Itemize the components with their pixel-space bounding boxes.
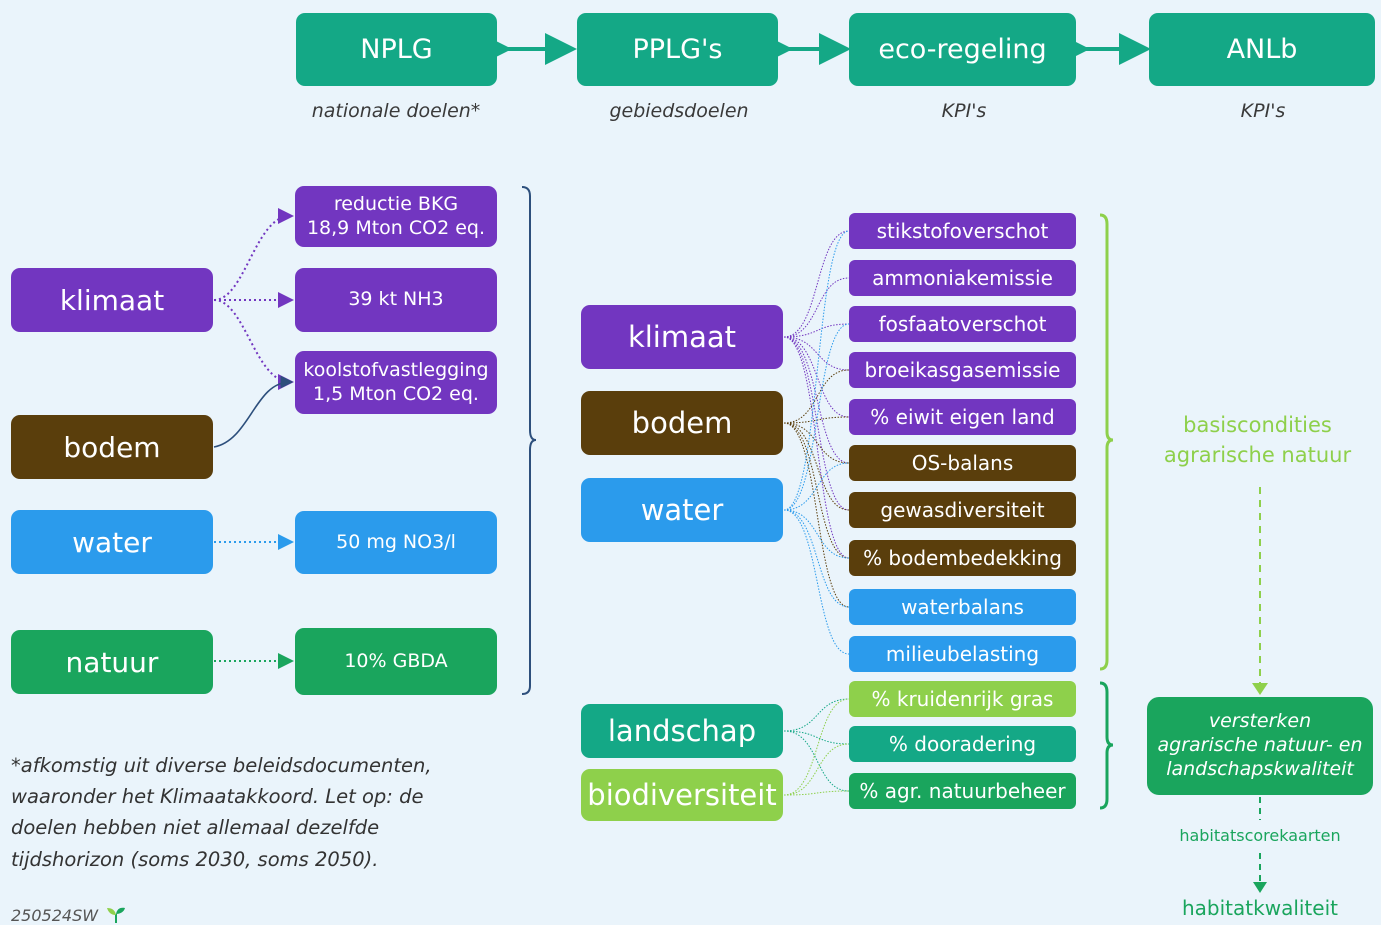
theme2-klimaat: klimaat <box>581 305 783 369</box>
kpi-connector <box>783 698 850 796</box>
kpi-kruidenrijk-gras: % kruidenrijk gras <box>849 681 1076 717</box>
goal-line: reductie BKG <box>333 192 459 215</box>
theme2-biodiversiteit: biodiversiteit <box>581 769 783 821</box>
kpi-milieubelasting: milieubelasting <box>849 636 1076 672</box>
header-caption-anlb: KPI's <box>1240 100 1286 122</box>
goal-line: 1,5 Mton CO2 eq. <box>313 382 479 405</box>
header-caption-eco-regeling: KPI's <box>941 100 987 122</box>
kpi-broeikasgasemissie: broeikasgasemissie <box>849 352 1076 388</box>
arrow-head-icon <box>1252 683 1268 695</box>
sprout-icon <box>107 907 125 923</box>
kpi-ammoniakemissie: ammoniakemissie <box>849 260 1076 296</box>
arrow-head-icon <box>1253 882 1267 893</box>
kpi-fosfaatoverschot: fosfaatoverschot <box>849 306 1076 342</box>
goal-gbda: 10% GBDA <box>295 628 497 695</box>
bodem-goal-arrow <box>213 375 294 448</box>
versterken-line: landschapskwaliteit <box>1166 757 1354 780</box>
kpi-connector <box>783 698 850 732</box>
habitatkwaliteit-label: habitatkwaliteit <box>1182 896 1338 920</box>
klimaat-goal-arrows <box>213 208 294 390</box>
footnote: *afkomstig uit diverse beleidsdocumenten… <box>11 750 441 875</box>
basis-line: agrarische natuur <box>1163 443 1352 468</box>
header-box-anlb: ANLb <box>1149 13 1375 86</box>
kpi-connector <box>783 422 850 559</box>
kpi-waterbalans: waterbalans <box>849 589 1076 625</box>
kpi-gewasdiversiteit: gewasdiversiteit <box>849 492 1076 528</box>
basis-line: basiscondities <box>1183 413 1332 437</box>
goal-koolstofvastlegging: koolstofvastlegging 1,5 Mton CO2 eq. <box>295 351 497 414</box>
theme2-water: water <box>581 478 783 542</box>
kpi-os-balans: OS-balans <box>849 445 1076 481</box>
theme2-landschap: landschap <box>581 704 783 758</box>
kpi-connector <box>783 336 850 511</box>
goal-line: koolstofvastlegging <box>303 358 489 381</box>
footnote-line: doelen hebben niet allemaal dezelfde <box>11 816 380 840</box>
header-box-nplg: NPLG <box>296 13 497 86</box>
kpi-connector <box>783 230 850 338</box>
basis-brace <box>1099 213 1114 671</box>
theme2-bodem: bodem <box>581 391 783 455</box>
versterken-line: versterken <box>1208 710 1312 733</box>
kpi-connector <box>783 422 850 511</box>
kpi-dooradering: % dooradering <box>849 726 1076 762</box>
versterken-box: versterken agrarische natuur- en landsch… <box>1147 697 1373 795</box>
goal-reductie-bkg: reductie BKG 18,9 Mton CO2 eq. <box>295 186 497 247</box>
theme-klimaat: klimaat <box>11 268 213 332</box>
kpi-connector <box>783 323 850 511</box>
kpi-connector <box>783 509 850 608</box>
header-box-pplg: PPLG's <box>577 13 778 86</box>
footnote-line: tijdshorizon (soms 2030, soms 2050). <box>11 847 379 871</box>
kpi-connector <box>783 369 850 424</box>
footnote-line: waaronder het Klimaatakkoord. Let op: de <box>11 785 424 809</box>
document-code: 250524SW <box>11 906 99 925</box>
kpi-agr-natuurbeheer: % agr. natuurbeheer <box>849 773 1076 809</box>
kpi-bodembedekking: % bodembedekking <box>849 540 1076 576</box>
basiscondities-label: basiscondities agrarische natuur <box>1150 410 1365 471</box>
kpi-connector <box>783 730 850 745</box>
kpi-connector <box>783 790 850 796</box>
footnote-line: *afkomstig uit diverse beleidsdocumenten… <box>11 754 432 777</box>
kpi-connector <box>783 336 850 559</box>
kpi-connector <box>783 462 850 511</box>
theme-natuur: natuur <box>11 630 213 694</box>
kpi-connector <box>783 336 850 418</box>
header-caption-pplg: gebiedsdoelen <box>609 100 749 122</box>
kpi-connector <box>783 323 850 338</box>
theme-bodem: bodem <box>11 415 213 479</box>
goal-line: 18,9 Mton CO2 eq. <box>306 216 486 239</box>
versterken-brace <box>1099 681 1114 810</box>
kpi-connector <box>783 230 850 511</box>
kpi-connector <box>783 422 850 608</box>
left-brace <box>521 186 537 695</box>
kpi-connector <box>783 743 850 796</box>
kpi-connector <box>783 422 850 464</box>
kpi-connector <box>783 509 850 655</box>
habitatscorekaarten-label: habitatscorekaarten <box>1179 826 1341 845</box>
goal-nh3: 39 kt NH3 <box>295 268 497 332</box>
kpi-connector <box>783 336 850 464</box>
kpi-connector-lines <box>783 230 850 796</box>
goal-no3: 50 mg NO3/l <box>295 511 497 574</box>
kpi-connector <box>783 509 850 559</box>
versterken-line: agrarische natuur- en <box>1157 734 1363 757</box>
header-box-eco-regeling: eco-regeling <box>849 13 1076 86</box>
theme-water: water <box>11 510 213 574</box>
kpi-stikstofoverschot: stikstofoverschot <box>849 213 1076 249</box>
kpi-eiwit-eigen-land: % eiwit eigen land <box>849 399 1076 435</box>
header-caption-nplg: nationale doelen* <box>311 100 481 122</box>
kpi-connector <box>783 336 850 371</box>
kpi-connector <box>783 730 850 792</box>
